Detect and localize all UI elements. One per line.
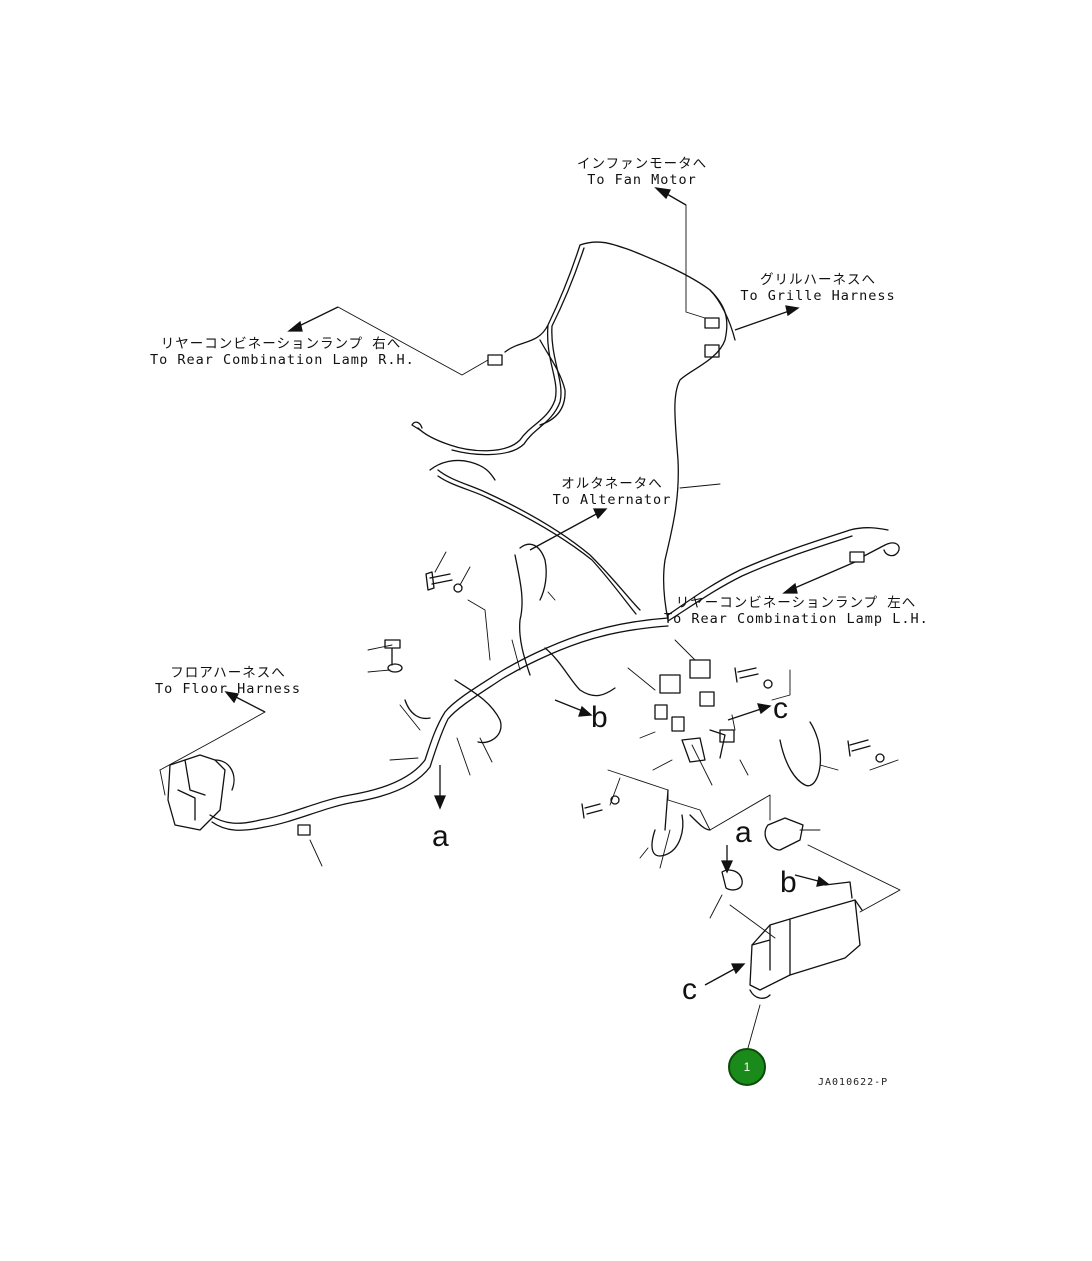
harness-upper-loop-inner — [451, 247, 585, 456]
label-alternator-en: To Alternator — [552, 492, 672, 508]
part-callout-1[interactable]: 1 — [728, 1048, 766, 1086]
label-grille-harness: グリルハーネスへ To Grille Harness — [738, 272, 898, 304]
label-grille-harness-jp: グリルハーネスへ — [760, 272, 876, 288]
bolt — [425, 571, 453, 591]
relay — [659, 674, 681, 694]
battery-cable — [651, 814, 684, 857]
connection-letter-a: a — [432, 820, 449, 853]
connection-letter-b: b — [591, 701, 608, 734]
arrow-b-right — [554, 699, 586, 713]
connection-letter-a-target: a — [735, 816, 752, 849]
arrow-grille — [734, 309, 793, 331]
connection-letter-b-target: b — [780, 866, 797, 899]
floor-connector-block — [167, 754, 226, 831]
arrow-alternator — [529, 511, 601, 551]
arrow-c2-right — [704, 966, 739, 986]
label-rear-lamp-rh-en: To Rear Combination Lamp R.H. — [150, 352, 415, 368]
connection-letter-c: c — [773, 692, 788, 725]
label-alternator: オルタネータへ To Alternator — [548, 476, 676, 508]
label-rear-lamp-lh-jp: リヤーコンビネーションランプ 左へ — [675, 595, 917, 611]
arrow-c-right — [727, 707, 765, 721]
label-alternator-jp: オルタネータへ — [561, 476, 663, 492]
battery-bracket — [749, 899, 861, 991]
harness-main-trunk — [209, 617, 669, 824]
arrow-rear-rh — [294, 306, 339, 329]
label-floor-harness-en: To Floor Harness — [154, 681, 302, 697]
label-rear-lamp-rh-jp: リヤーコンビネーションランプ 右へ — [160, 336, 402, 352]
label-rear-lamp-lh-en: To Rear Combination Lamp L.H. — [664, 611, 929, 627]
label-fan-motor-en: To Fan Motor — [587, 172, 697, 188]
drawing-code: JA010622-P — [818, 1077, 889, 1088]
label-fan-motor-jp: インファンモータへ — [577, 156, 708, 172]
harness-lamp-lh-branch — [667, 527, 889, 616]
label-rear-lamp-rh: リヤーコンビネーションランプ 右へ To Rear Combination La… — [150, 336, 415, 368]
arrow-rear-lh — [789, 561, 856, 591]
harness-alternator-branch — [437, 469, 641, 611]
label-floor-harness-jp: フロアハーネスへ — [170, 665, 286, 681]
harness-upper-loop — [417, 241, 728, 621]
label-rear-lamp-lh: リヤーコンビネーションランプ 左へ To Rear Combination La… — [664, 595, 928, 627]
arrow-floor — [231, 694, 266, 713]
battery-switch — [764, 817, 804, 851]
label-floor-harness: フロアハーネスへ To Floor Harness — [150, 665, 306, 697]
connection-letter-c-target: c — [682, 973, 697, 1006]
label-grille-harness-en: To Grille Harness — [740, 288, 896, 304]
label-fan-motor: インファンモータへ To Fan Motor — [577, 156, 707, 188]
